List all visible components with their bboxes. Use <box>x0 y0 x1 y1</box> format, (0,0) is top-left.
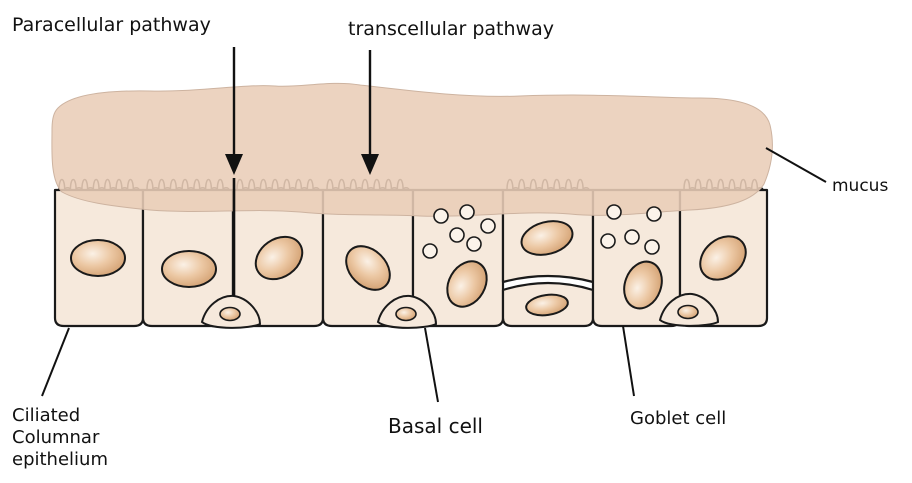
ciliated-leader <box>42 328 69 396</box>
mucus-label: mucus <box>832 176 888 196</box>
goblet-cell-label: Goblet cell <box>630 408 726 429</box>
basal-leader <box>425 328 438 402</box>
transcellular-pathway-label: transcellular pathway <box>348 18 554 40</box>
ciliated-columnar-epithelium-label: Ciliated Columnar epithelium <box>12 405 108 471</box>
ciliated-label-line-3: epithelium <box>12 449 108 471</box>
nucleus-2 <box>162 251 216 287</box>
ciliated-label-line-1: Ciliated <box>12 405 108 427</box>
basal-cell-label: Basal cell <box>388 414 483 438</box>
ciliated-label-line-2: Columnar <box>12 427 108 449</box>
nucleus-1 <box>71 240 125 276</box>
mucus-leader <box>766 148 826 182</box>
paracellular-pathway-label: Paracellular pathway <box>12 14 211 36</box>
goblet-leader <box>623 326 634 396</box>
mucus-layer <box>52 83 773 216</box>
